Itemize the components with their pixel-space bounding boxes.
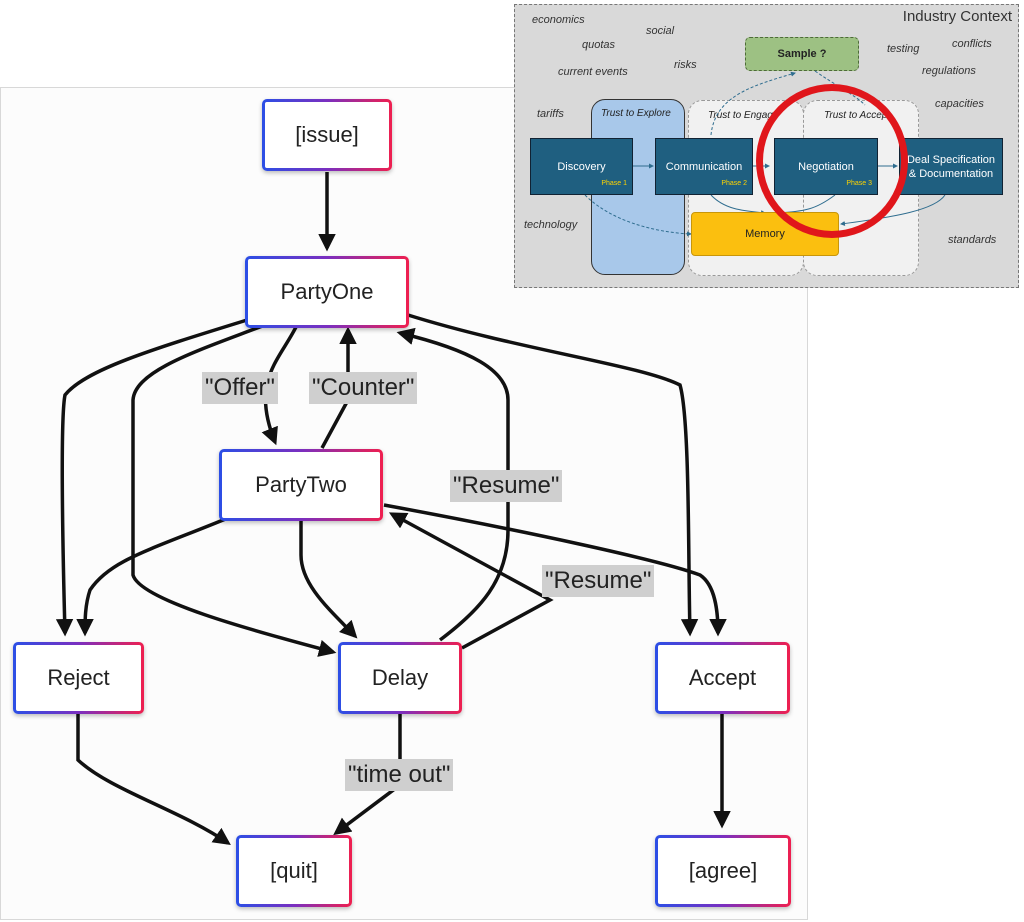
- factor-risks: risks: [674, 59, 697, 71]
- phase-communication-label: Communication: [665, 160, 743, 173]
- phase-deal-label: Deal Specification & Documentation: [906, 153, 996, 180]
- context-title: Industry Context: [902, 8, 1012, 25]
- node-delay: Delay: [338, 642, 462, 714]
- negotiation-highlight-circle: [756, 84, 908, 238]
- factor-current-events: current events: [558, 66, 628, 78]
- industry-context-panel: Industry Context economics social quotas…: [514, 4, 1019, 288]
- edge-resume-partytwo: [388, 512, 554, 650]
- node-accept: Accept: [655, 642, 790, 714]
- edge-reject-quit: [76, 712, 231, 845]
- factor-tariffs: tariffs: [537, 108, 564, 120]
- factor-quotas: quotas: [582, 39, 616, 51]
- edge-label-counter: "Counter": [309, 372, 418, 404]
- lane-label-engage: Trust to Engage: [708, 110, 779, 121]
- lane-label-explore: Trust to Explore: [601, 108, 671, 119]
- phase-discovery-label: Discovery: [557, 160, 606, 173]
- node-party-one: PartyOne: [245, 256, 409, 328]
- factor-regulations: regulations: [922, 65, 976, 77]
- edge-label-time-out: "time out": [345, 759, 454, 791]
- factor-social: social: [646, 25, 675, 37]
- phase-discovery: Discovery Phase 1: [530, 138, 633, 195]
- node-quit: [quit]: [236, 835, 352, 907]
- node-reject: Reject: [13, 642, 144, 714]
- edge-resume-partyone: [396, 327, 510, 642]
- edge-label-offer: "Offer": [202, 372, 278, 404]
- edge-partyone-accept: [407, 313, 699, 637]
- factor-economics: economics: [532, 14, 585, 26]
- factor-standards: standards: [948, 234, 997, 246]
- phase-communication: Communication Phase 2: [655, 138, 753, 195]
- phase-deal-specification: Deal Specification & Documentation: [899, 138, 1003, 195]
- factor-testing: testing: [887, 43, 920, 55]
- phase-2-tag: Phase 2: [721, 180, 747, 187]
- phase-1-tag: Phase 1: [601, 180, 627, 187]
- edge-label-resume-one: "Resume": [450, 470, 563, 502]
- node-party-two: PartyTwo: [219, 449, 383, 521]
- edge-partytwo-accept: [383, 503, 727, 637]
- factor-technology: technology: [524, 219, 578, 231]
- node-agree: [agree]: [655, 835, 791, 907]
- factor-conflicts: conflicts: [952, 38, 992, 50]
- edge-partytwo-delay: [299, 520, 358, 639]
- node-issue: [issue]: [262, 99, 392, 171]
- factor-capacities: capacities: [935, 98, 984, 110]
- edge-partytwo-reject: [76, 516, 229, 637]
- sample-box: Sample ?: [745, 37, 859, 71]
- edge-partyone-delay: [131, 323, 337, 657]
- edge-label-resume-two: "Resume": [542, 565, 655, 597]
- edge-partyone-reject: [55, 318, 248, 637]
